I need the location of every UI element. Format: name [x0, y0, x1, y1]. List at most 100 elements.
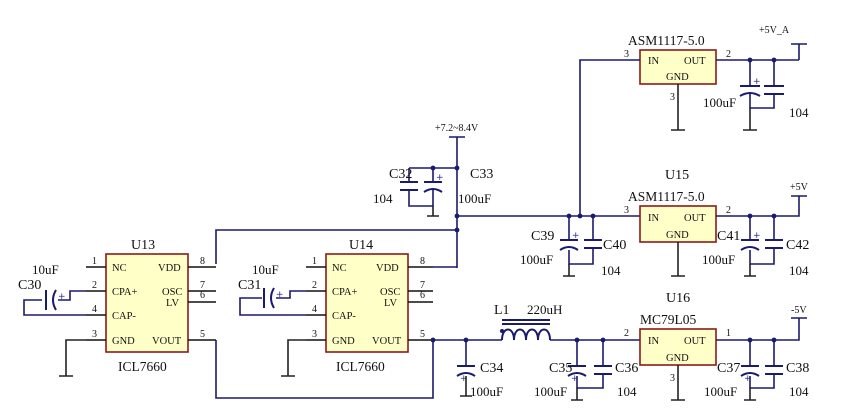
svg-text:+: +: [436, 173, 444, 183]
regulator-top-pin-out: 2: [726, 49, 731, 60]
svg-text:5: 5: [200, 329, 205, 340]
regulator-top-in-label: IN: [648, 56, 659, 67]
cap-c39-ref: C39: [531, 229, 554, 244]
svg-text:3: 3: [670, 92, 675, 103]
cap-top1-value: 100uF: [703, 95, 736, 110]
cap-c30-ref: C30: [18, 278, 41, 293]
cap-c31-value: 10uF: [252, 262, 279, 277]
svg-text:4: 4: [92, 304, 97, 315]
regulator-top-part: ASM1117-5.0: [628, 33, 705, 48]
regulator-u16-in-label: IN: [648, 336, 659, 347]
ic-u13-part: ICL7660: [118, 359, 167, 374]
ic-u13-ref: U13: [131, 238, 155, 253]
net-label-p5v: +5V: [790, 182, 809, 193]
ic-u14-pin-gnd: GND: [332, 336, 355, 347]
regulator-top-out-label: OUT: [684, 56, 706, 67]
cap-c34-ref: C34: [480, 361, 503, 376]
svg-text:+: +: [58, 292, 66, 302]
cap-c42-value: 104: [789, 263, 809, 278]
regulator-top: ASM1117-5.0 IN OUT GND 3 2: [624, 33, 731, 85]
cap-c35-value: 100uF: [534, 384, 567, 399]
regulator-u16-ref: U16: [666, 291, 690, 306]
ic-u14: U14 ICL7660 NC CPA+ CAP- GND VDD OSC LV …: [312, 238, 425, 374]
cap-c30-value: 10uF: [32, 262, 59, 277]
regulator-u15-pin-in: 3: [624, 205, 629, 216]
net-label-p5va: +5V_A: [759, 25, 790, 36]
regulator-u16-body: [639, 328, 717, 366]
ic-u14-pin-lv: LV: [384, 298, 397, 309]
cap-c33-ref: C33: [470, 167, 493, 182]
ic-u14-pin-osc: OSC: [380, 287, 400, 298]
cap-c38-value: 104: [789, 384, 809, 399]
svg-text:+: +: [753, 77, 761, 87]
ic-u13-pin-lv: LV: [166, 298, 179, 309]
regulator-u16-pin-out: 1: [726, 328, 731, 339]
ic-u13-pin-vdd: VDD: [158, 263, 181, 274]
ic-u13-pin-cpa: CPA+: [112, 287, 137, 298]
cap-c34-value: 100uF: [470, 384, 503, 399]
cap-c41-ref: C41: [717, 229, 740, 244]
ic-u14-ref: U14: [349, 238, 373, 253]
ic-u14-body: [325, 253, 409, 353]
regulator-u15-ref: U15: [665, 168, 689, 183]
regulator-u16: U16 MC79L05 IN OUT GND 2 1 3: [624, 291, 731, 384]
regulator-u15-part: ASM1117-5.0: [628, 189, 705, 204]
svg-text:4: 4: [312, 304, 317, 315]
inductor-l1-ref: L1: [494, 303, 510, 318]
svg-text:1: 1: [92, 256, 97, 267]
regulator-u16-part: MC79L05: [640, 312, 697, 327]
ic-u14-pin-vdd: VDD: [376, 263, 399, 274]
cap-c32-ref: C32: [389, 167, 412, 182]
ic-u13-pin-nc: NC: [112, 263, 127, 274]
cap-c35-ref: C35: [549, 361, 572, 376]
svg-text:3: 3: [312, 329, 317, 340]
regulator-u16-out-label: OUT: [684, 336, 706, 347]
cap-c37-value: 100uF: [704, 384, 737, 399]
cap-top2-value: 104: [789, 105, 809, 120]
svg-text:+: +: [572, 231, 580, 241]
svg-text:8: 8: [200, 256, 205, 267]
regulator-u16-pin-gnd: 3: [670, 373, 675, 384]
cap-c42-ref: C42: [786, 238, 809, 253]
regulator-top-gnd-label: GND: [666, 72, 689, 83]
regulator-top-body: [639, 49, 717, 85]
svg-text:7: 7: [200, 280, 205, 291]
svg-text:2: 2: [312, 280, 317, 291]
svg-text:7: 7: [420, 280, 425, 291]
ic-u13-pin-gnd: GND: [112, 336, 135, 347]
cap-c37-ref: C37: [717, 361, 740, 376]
svg-text:8: 8: [420, 256, 425, 267]
net-label-m5v: -5V: [791, 305, 807, 316]
cap-c39-value: 100uF: [520, 252, 553, 267]
ic-u13-pin-vout: VOUT: [152, 336, 182, 347]
regulator-top-pin-in: 3: [624, 49, 629, 60]
cap-c32-value: 104: [373, 191, 393, 206]
svg-text:+: +: [276, 290, 284, 300]
ic-u14-part: ICL7660: [336, 359, 385, 374]
cap-c38-ref: C38: [786, 361, 809, 376]
svg-text:+: +: [460, 374, 468, 384]
cap-c41-value: 100uF: [702, 252, 735, 267]
ic-u13-pin-osc: OSC: [162, 287, 182, 298]
ic-u13-body: [105, 253, 189, 353]
ic-u14-pin-nc: NC: [332, 263, 347, 274]
regulator-u16-gnd-label: GND: [666, 353, 689, 364]
cap-c31-ref: C31: [238, 278, 261, 293]
regulator-u15-gnd-label: GND: [666, 230, 689, 241]
ic-u14-pin-cap: CAP-: [332, 311, 356, 322]
svg-text:6: 6: [420, 290, 425, 301]
svg-text:+: +: [753, 231, 761, 241]
svg-text:3: 3: [92, 329, 97, 340]
cap-c40-value: 104: [601, 263, 621, 278]
cap-c36-ref: C36: [615, 361, 638, 376]
ic-u13: U13 ICL7660 NC CPA+ CAP- GND VDD OSC LV …: [92, 238, 205, 374]
regulator-u16-pin-in: 2: [624, 328, 629, 339]
regulator-u15: U15 ASM1117-5.0 IN OUT GND 3 2: [624, 168, 731, 243]
svg-text:1: 1: [312, 256, 317, 267]
regulator-u15-out-label: OUT: [684, 213, 706, 224]
ic-u14-pin-cpa: CPA+: [332, 287, 357, 298]
cap-c33-value: 100uF: [458, 191, 491, 206]
net-label-vin: +7.2~8.4V: [435, 123, 479, 134]
